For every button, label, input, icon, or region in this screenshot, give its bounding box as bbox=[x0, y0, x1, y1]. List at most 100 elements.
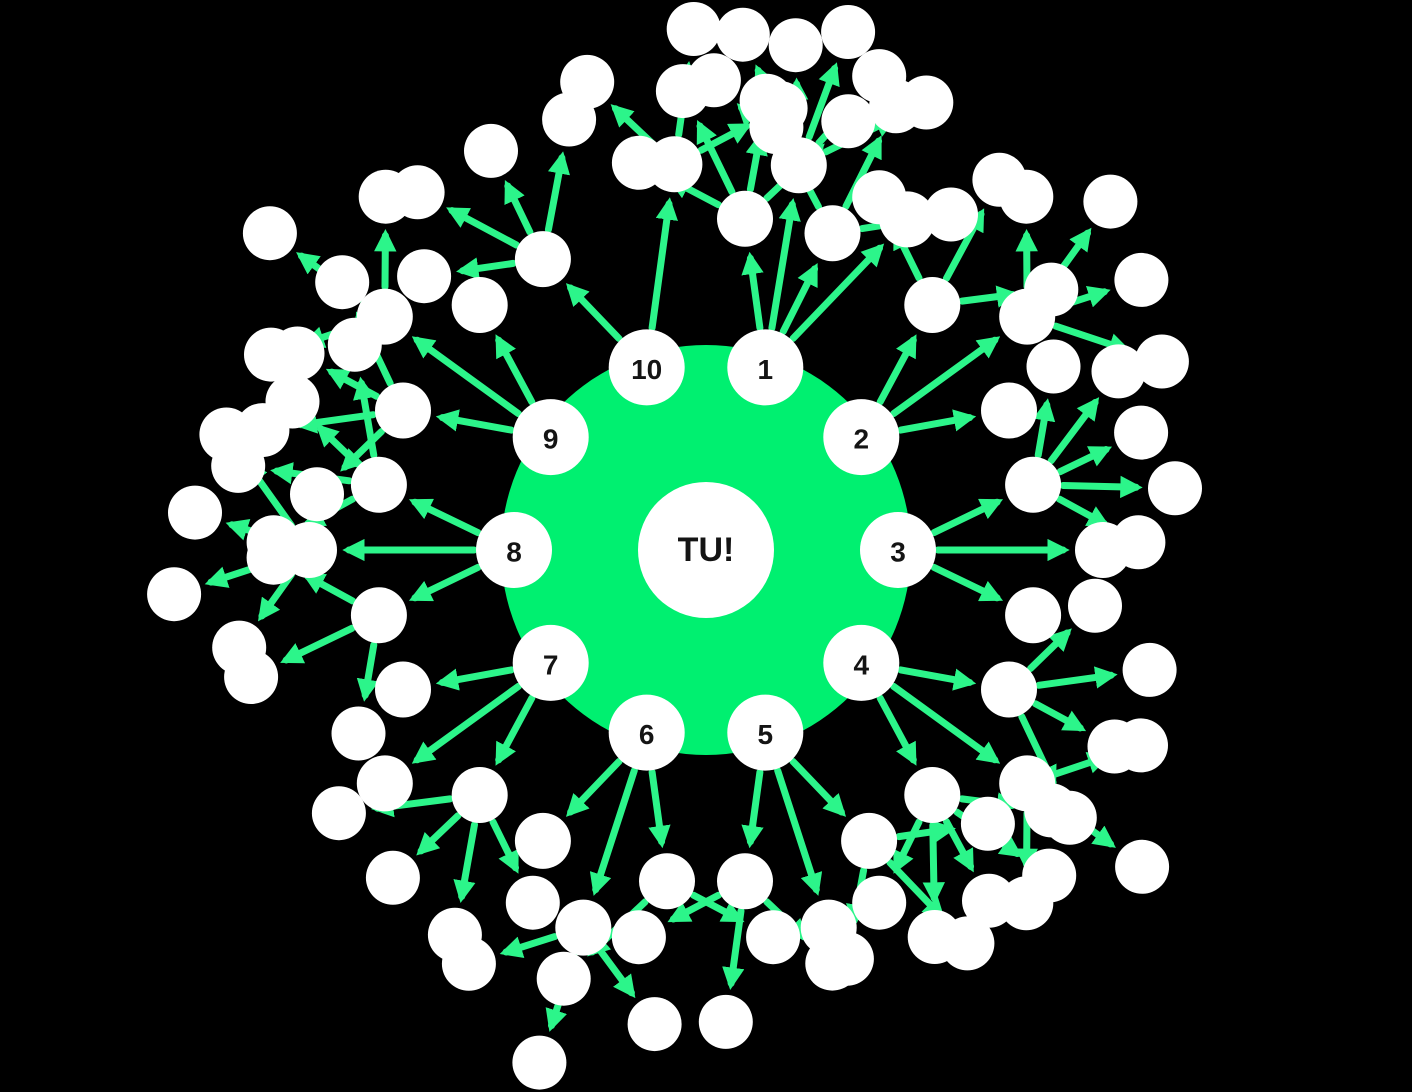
link-8-1-1 bbox=[356, 641, 379, 702]
child-node-10-2 bbox=[646, 136, 703, 193]
link-10-1-4 bbox=[544, 151, 571, 234]
link-8-1 bbox=[408, 563, 482, 602]
referrer-node-3 bbox=[860, 512, 936, 588]
leaf-node-1-2-3 bbox=[768, 18, 823, 73]
child-node-3-3 bbox=[1005, 587, 1062, 644]
link-6-2-3 bbox=[499, 933, 559, 958]
leaf-node-5-3-3 bbox=[611, 910, 666, 965]
child-node-1-3 bbox=[804, 205, 861, 262]
nodes-layer bbox=[147, 2, 1202, 1090]
link-1-1-3 bbox=[745, 132, 768, 193]
link-3-1 bbox=[930, 498, 1004, 537]
link-5-1 bbox=[789, 758, 847, 817]
link-1-2-4 bbox=[805, 62, 840, 141]
referrer-node-10 bbox=[608, 329, 685, 406]
link-1-3-2 bbox=[842, 135, 883, 210]
referrer-label-4: 4 bbox=[854, 649, 870, 680]
leaf-node-7-1-2 bbox=[427, 907, 482, 962]
child-node-10-1 bbox=[514, 231, 571, 288]
link-9-3 bbox=[495, 334, 536, 406]
link-10-2 bbox=[648, 197, 678, 332]
links-layer bbox=[204, 60, 1143, 1032]
child-node-2-2 bbox=[999, 288, 1056, 345]
leaf-node-4-3-1 bbox=[1024, 783, 1079, 838]
leaf-node-7-1-4 bbox=[311, 786, 366, 841]
link-4-3-5 bbox=[893, 818, 923, 874]
leaf-node-9-1-4 bbox=[315, 255, 370, 310]
link-7-1-1 bbox=[489, 818, 519, 874]
child-node-3-2 bbox=[1075, 522, 1131, 578]
child-node-9-2 bbox=[356, 288, 413, 345]
leaf-node-6-2-2 bbox=[512, 1035, 567, 1090]
leaf-node-9-2-2 bbox=[242, 206, 297, 261]
child-node-8-3 bbox=[350, 456, 407, 513]
leaf-node-7-1-1 bbox=[505, 875, 560, 930]
link-9-1-3 bbox=[325, 368, 381, 400]
child-node-2-1 bbox=[904, 277, 961, 333]
link-5-3-2 bbox=[722, 907, 745, 990]
link-3-1-2 bbox=[1047, 397, 1100, 465]
link-10-1 bbox=[565, 283, 623, 342]
link-3-1-4 bbox=[1059, 475, 1143, 499]
leaf-node-7-1-3 bbox=[365, 850, 420, 905]
leaf-node-10-2-1 bbox=[560, 54, 615, 109]
link-5-1-2 bbox=[886, 859, 946, 921]
center-node bbox=[638, 482, 774, 618]
leaf-node-2-1-1 bbox=[852, 170, 907, 225]
leaf-node-1-1-4 bbox=[821, 94, 876, 149]
link-6-1 bbox=[648, 768, 671, 849]
leaf-node-4-3-2 bbox=[1022, 848, 1077, 903]
child-node-6-1 bbox=[639, 853, 695, 910]
referrer-label-3: 3 bbox=[890, 537, 906, 568]
leaf-node-6-1-1 bbox=[746, 910, 801, 965]
center-label: TU! bbox=[678, 531, 735, 569]
link-4-1-3 bbox=[1031, 700, 1087, 732]
leaf-node-5-3-1 bbox=[805, 936, 860, 991]
link-5-3 bbox=[741, 768, 764, 849]
link-6-3 bbox=[565, 758, 623, 817]
link-7-1-2 bbox=[453, 821, 478, 904]
referrer-node-1 bbox=[727, 329, 804, 406]
child-node-5-3 bbox=[717, 853, 773, 910]
referrer-node-8 bbox=[476, 512, 552, 588]
leaf-node-10-1-2 bbox=[390, 165, 445, 220]
link-4-1-2 bbox=[1035, 666, 1118, 689]
leaf-node-4-3-3 bbox=[962, 873, 1016, 928]
child-node-7-1 bbox=[451, 767, 508, 823]
link-2-1-3 bbox=[958, 285, 1020, 308]
link-9-1-2 bbox=[294, 411, 377, 434]
child-node-4-1 bbox=[981, 661, 1037, 718]
link-2-3 bbox=[897, 409, 977, 434]
leaf-node-10-2-2 bbox=[666, 2, 721, 56]
leaf-node-9-1-1 bbox=[290, 467, 344, 522]
child-node-3-1 bbox=[1005, 456, 1062, 513]
leaf-node-4-3-5 bbox=[852, 875, 907, 930]
leaf-node-6-2-1 bbox=[627, 997, 682, 1052]
leaf-node-8-3-1 bbox=[246, 515, 301, 570]
leaf-node-5-1-2 bbox=[940, 916, 995, 971]
leaf-node-3-1-4 bbox=[1148, 461, 1202, 516]
leaf-node-9-2-1 bbox=[244, 327, 298, 382]
leaf-node-1-3-2 bbox=[869, 79, 924, 134]
link-7-3 bbox=[435, 666, 515, 691]
child-node-9-1 bbox=[375, 382, 431, 439]
link-4-1 bbox=[897, 666, 977, 691]
leaf-node-1-2-2 bbox=[715, 7, 770, 62]
referrer-node-6 bbox=[608, 694, 685, 771]
link-9-2 bbox=[411, 336, 522, 418]
referrer-node-2 bbox=[823, 399, 900, 476]
child-node-9-3 bbox=[451, 277, 508, 333]
link-10-1-1 bbox=[456, 257, 517, 280]
leaf-node-10-1-3 bbox=[464, 123, 518, 178]
link-5-2 bbox=[774, 767, 823, 896]
leaf-node-4-1-2 bbox=[1122, 642, 1177, 697]
leaf-node-8-2-3 bbox=[168, 485, 222, 540]
leaf-node-2-2-3 bbox=[1114, 252, 1169, 307]
child-node-8-1 bbox=[350, 587, 407, 644]
link-7-1 bbox=[495, 694, 536, 766]
leaf-node-3-1-1 bbox=[1026, 339, 1081, 394]
leaf-node-8-2-1 bbox=[212, 620, 267, 675]
child-node-5-1 bbox=[841, 812, 898, 869]
